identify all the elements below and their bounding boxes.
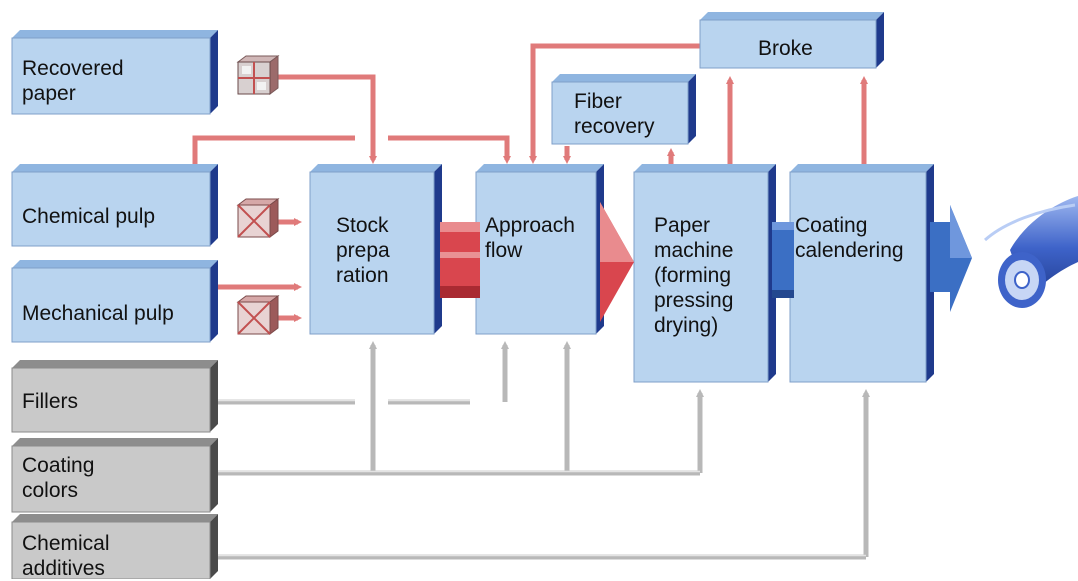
- chemical-pulp-label: Chemical pulp: [22, 205, 156, 228]
- approach-flow-label: Approach flow: [485, 214, 575, 262]
- chemical-pulp-box: [11, 164, 218, 247]
- coating-colors-box: [11, 438, 218, 513]
- red-pipes: [192, 43, 868, 322]
- coating-calendering-box: [789, 164, 934, 383]
- flow-connector-stock-to-approach: [440, 222, 480, 298]
- recovered-paper-label: Recovered paper: [22, 57, 124, 105]
- fillers-label: Fillers: [22, 390, 78, 413]
- mechanical-pulp-label: Mechanical pulp: [22, 302, 174, 325]
- paper-roll-icon: [983, 196, 1078, 308]
- flow-connector-machine-to-coating: [772, 222, 794, 298]
- paper-bale-icon: [236, 55, 280, 95]
- fiber-recovery-box: [551, 74, 696, 145]
- flow-arrow-coating-to-roll: [930, 205, 972, 312]
- pulp-bale-icon: [236, 198, 280, 238]
- fiber-recovery-label: Fiber recovery: [574, 90, 655, 138]
- pulp-bale-icon: [236, 295, 280, 335]
- broke-box: [699, 12, 884, 69]
- gray-pipes: [215, 341, 870, 560]
- chemical-additives-box: [11, 514, 218, 579]
- broke-label: Broke: [758, 37, 813, 60]
- coating-colors-label: Coating colors: [22, 454, 95, 502]
- chemical-additives-label: Chemical additives: [22, 532, 110, 580]
- flow-arrow-approach-to-machine: [600, 202, 634, 322]
- stock-preparation-label: Stock prepa ration: [336, 214, 390, 287]
- gray-pipe-highlights: [215, 399, 866, 557]
- paper-machine-label: Paper machine (forming pressing drying): [654, 214, 734, 337]
- coating-calendering-label: Coating calendering: [795, 214, 904, 262]
- fillers-box: [11, 360, 218, 433]
- approach-flow-box: [475, 164, 604, 335]
- stock-preparation-box: [309, 164, 442, 335]
- recovered-paper-box: [11, 30, 218, 115]
- mechanical-pulp-box: [11, 260, 218, 343]
